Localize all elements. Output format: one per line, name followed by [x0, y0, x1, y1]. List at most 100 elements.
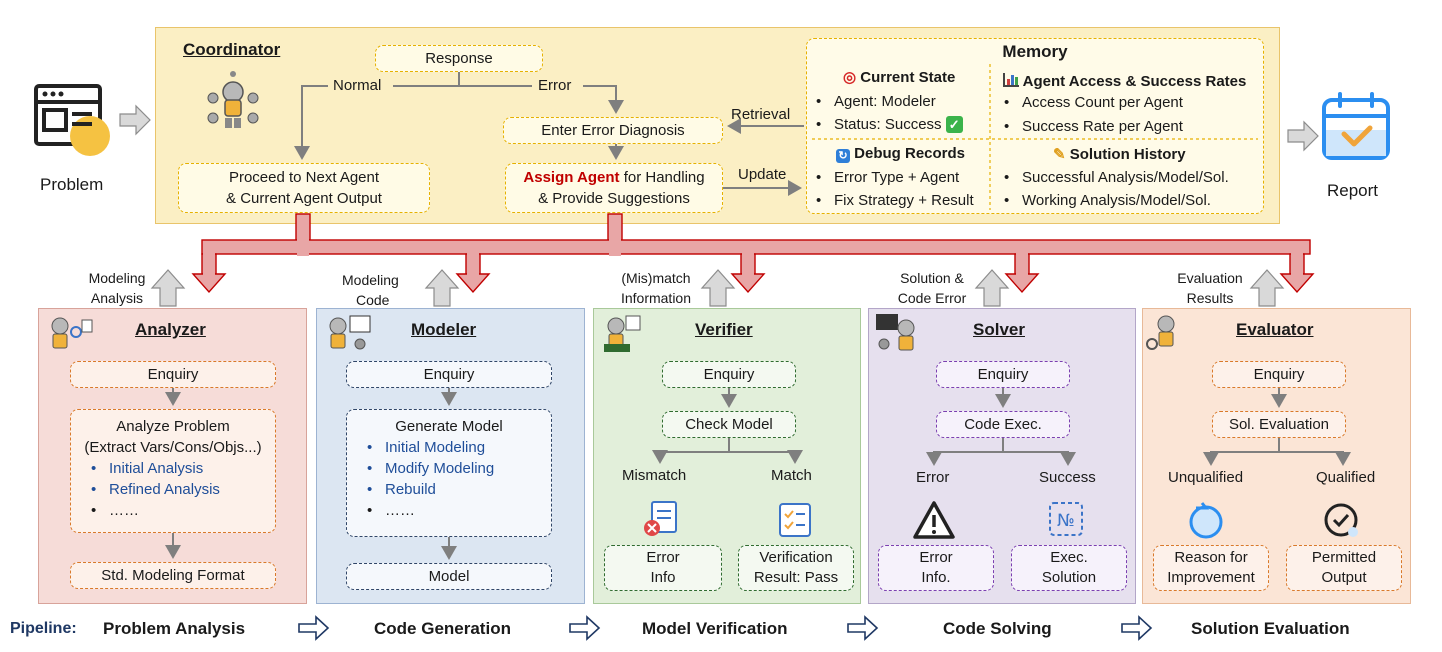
retrieval-label: Retrieval — [731, 106, 791, 123]
pipeline-stage-verification: Model Verification — [642, 619, 788, 638]
debug-list: Error Type + Agent Fix Strategy + Result — [808, 166, 974, 212]
analyze-problem-box: Analyze Problem (Extract Vars/Cons/Objs.… — [70, 409, 276, 533]
pipeline-stage-evaluation: Solution Evaluation — [1191, 619, 1350, 638]
current-state-section: ◎ Current State — [843, 68, 955, 86]
rates-item-success: Success Rate per Agent — [996, 115, 1183, 139]
assign-agent-box: Assign Agent for Handling & Provide Sugg… — [505, 163, 723, 213]
proceed-line1: Proceed to Next Agent — [228, 169, 380, 186]
pipeline-stage-analysis: Problem Analysis — [103, 619, 246, 638]
target-icon: ◎ — [843, 69, 857, 86]
unqualified-label: Unqualified — [1168, 469, 1244, 486]
solver-enquiry: Enquiry — [936, 361, 1070, 388]
solver-robot-icon — [876, 314, 915, 351]
history-item-successful: Successful Analysis/Model/Sol. — [996, 166, 1229, 189]
solver-title: Solver — [973, 320, 1025, 339]
debug-section: ↻ Debug Records — [836, 145, 965, 163]
enter-error-diagnosis-box: Enter Error Diagnosis — [503, 117, 723, 144]
modeler-item-modify: Modify Modeling — [359, 458, 551, 479]
debug-item-fix: Fix Strategy + Result — [808, 189, 974, 212]
current-state-list: Agent: Modeler Status: Success ✓ — [808, 90, 963, 136]
rates-list: Access Count per Agent Success Rate per … — [996, 91, 1183, 139]
analyzer-item-initial: Initial Analysis — [83, 458, 275, 479]
coordinator-title: Coordinator — [183, 40, 281, 59]
code-exec-box: Code Exec. — [936, 411, 1070, 438]
qualified-label: Qualified — [1316, 469, 1376, 486]
modeler-item-more: …… — [359, 500, 551, 521]
bar-chart-icon — [1003, 73, 1019, 87]
analyze-problem-line2: (Extract Vars/Cons/Objs...) — [84, 439, 262, 456]
generate-model-line1: Generate Model — [395, 418, 503, 435]
history-section: ✎ Solution History — [1053, 145, 1186, 163]
analyzer-robot-icon — [51, 317, 93, 349]
history-title: Solution History — [1069, 146, 1186, 163]
analyzer-enquiry: Enquiry — [70, 361, 276, 388]
evaluator-title: Evaluator — [1236, 320, 1314, 339]
calendar-check-icon — [1320, 90, 1400, 170]
report-label: Report — [1327, 181, 1379, 200]
current-state-status: Status: Success ✓ — [808, 113, 963, 136]
current-state-title: Current State — [860, 69, 956, 86]
document-error-icon — [640, 498, 684, 538]
proceed-next-agent-box: Proceed to Next Agent & Current Agent Ou… — [178, 163, 430, 213]
pipeline-label: Pipeline: — [10, 620, 77, 637]
modeler-enquiry: Enquiry — [346, 361, 552, 388]
current-state-agent: Agent: Modeler — [808, 90, 963, 113]
analyze-problem-line1: Analyze Problem — [116, 418, 230, 435]
evaluator-robot-icon — [1146, 315, 1175, 350]
assign-agent-emphasis: Assign Agent — [523, 169, 620, 186]
solver-error-label: Error — [916, 469, 950, 486]
assign-line2: & Provide Suggestions — [538, 190, 690, 207]
verifier-match-label: Match — [771, 467, 812, 484]
svg-text:№: № — [1057, 511, 1075, 531]
history-item-working: Working Analysis/Model/Sol. — [996, 189, 1229, 212]
warning-icon — [912, 500, 956, 540]
analyzer-title: Analyzer — [135, 320, 206, 339]
sol-evaluation-box: Sol. Evaluation — [1212, 411, 1346, 438]
rates-item-access: Access Count per Agent — [996, 91, 1183, 115]
rates-title: Agent Access & Success Rates — [1022, 73, 1247, 90]
response-box: Response — [375, 45, 543, 72]
proceed-line2: & Current Agent Output — [226, 190, 382, 207]
history-list: Successful Analysis/Model/Sol. Working A… — [996, 166, 1229, 212]
rates-section: Agent Access & Success Rates — [1003, 73, 1246, 90]
verifier-title: Verifier — [695, 320, 753, 339]
normal-label: Normal — [333, 77, 382, 94]
modeler-title: Modeler — [411, 320, 477, 339]
exec-solution: Exec.Solution — [1011, 545, 1127, 591]
debug-item-error-type: Error Type + Agent — [808, 166, 974, 189]
refresh-icon: ↻ — [836, 149, 850, 163]
robot-icon — [205, 70, 261, 130]
evaluator-enquiry: Enquiry — [1212, 361, 1346, 388]
pipeline-stage-codegen: Code Generation — [374, 619, 511, 638]
feedback-solver: Solution &Code Error — [897, 270, 967, 306]
analyzer-item-more: …… — [83, 500, 275, 521]
modeler-item-rebuild: Rebuild — [359, 479, 551, 500]
check-mark-icon: ✓ — [945, 116, 963, 133]
check-model-box: Check Model — [662, 411, 796, 438]
verifier-enquiry: Enquiry — [662, 361, 796, 388]
checklist-icon — [776, 500, 816, 540]
generate-model-box: Generate Model Initial Modeling Modify M… — [346, 409, 552, 537]
retry-icon — [1186, 500, 1226, 540]
assign-agent-rest: for Handling — [619, 169, 705, 186]
memo-icon: ✎ — [1053, 146, 1066, 163]
analyzer-item-refined: Refined Analysis — [83, 479, 275, 500]
modeler-item-initial: Initial Modeling — [359, 437, 551, 458]
update-label: Update — [738, 166, 787, 183]
